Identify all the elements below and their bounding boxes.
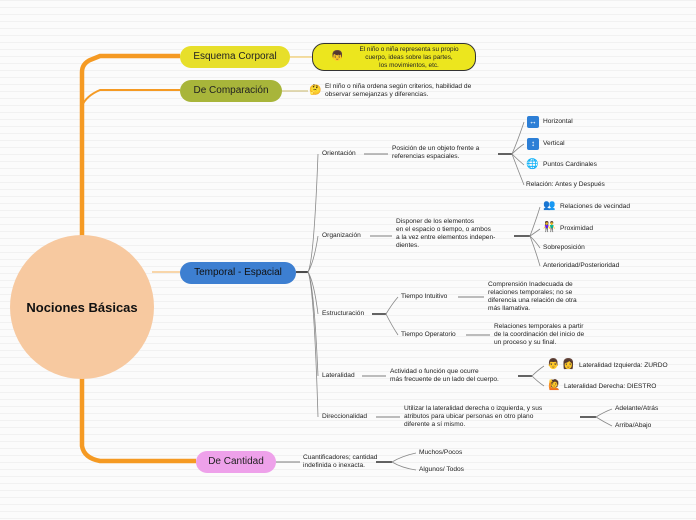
trunk-branch-comparacion: [81, 89, 180, 107]
orientacion-item-puntos-cardinales[interactable]: Puntos Cardinales: [543, 161, 597, 168]
branch-esquema-corporal[interactable]: Esquema Corporal: [180, 46, 290, 68]
cantidad-desc-line-2: indefinida o inexacta.: [303, 462, 365, 469]
cantidad-item-muchos-pocos[interactable]: Muchos/Pocos: [419, 449, 463, 456]
tiempo-operatorio-desc-line-1: Relaciones temporales a partir: [494, 323, 584, 330]
lateralidad-desc[interactable]: Actividad o función que ocurre más frecu…: [390, 368, 499, 384]
organizacion-node[interactable]: Organización: [322, 232, 361, 239]
esquema-note-callout[interactable]: 👦 El niño o niña representa su propio cu…: [312, 43, 476, 71]
couple-icon: 👫: [543, 222, 556, 233]
organizacion-desc-line-2: en el espacio o tiempo, o ambos: [396, 226, 491, 233]
organizacion-desc-line-3: a la vez entre elementos indepen-: [396, 234, 496, 241]
orientacion-item-vertical[interactable]: Vertical: [543, 140, 565, 147]
woman-icon: 👩: [562, 359, 575, 370]
branch-comparacion-label: De Comparación: [193, 85, 269, 96]
comparacion-note-line-1: El niño o niña ordena según criterios, h…: [325, 83, 472, 90]
orientacion-desc-line-1: Posición de un objeto frente a: [392, 145, 480, 152]
orientacion-item-antes-despues[interactable]: Relación: Antes y Después: [526, 181, 605, 188]
lateralidad-node[interactable]: Lateralidad: [322, 372, 355, 379]
direccionalidad-desc-line-3: diferente a sí mismo.: [404, 421, 466, 428]
tiempo-intuitivo-desc[interactable]: Comprensión Inadecuada de relaciones tem…: [488, 281, 577, 313]
organizacion-item-anterioridad[interactable]: Anterioridad/Posterioridad: [543, 262, 620, 269]
organizacion-desc-line-4: dientes.: [396, 242, 420, 249]
comparacion-note[interactable]: El niño o niña ordena según criterios, h…: [325, 83, 471, 99]
globe-icon: 🌐: [526, 159, 539, 170]
lateralidad-item-zurdo[interactable]: Lateralidad Izquierda: ZURDO: [579, 362, 668, 369]
direccionalidad-node[interactable]: Direccionalidad: [322, 413, 368, 420]
branch-temporal-espacial[interactable]: Temporal - Espacial: [180, 262, 296, 284]
branch-esquema-label: Esquema Corporal: [193, 51, 277, 62]
organizacion-desc-line-1: Disponer de los elementos: [396, 218, 475, 225]
lateralidad-item-diestro[interactable]: Lateralidad Derecha: DIESTRO: [564, 383, 657, 390]
cantidad-desc[interactable]: Cuantificadores; cantidad indefinida o i…: [303, 454, 377, 470]
comparacion-note-line-2: observar semejanzas y diferencias.: [325, 91, 429, 98]
tiempo-intuitivo-desc-line-4: más llamativa.: [488, 305, 531, 312]
direccionalidad-desc-line-2: atributos para ubicar personas en otro p…: [404, 413, 534, 420]
arrow-left-right-icon: ↔: [527, 116, 539, 128]
organizacion-item-sobreposicion[interactable]: Sobreposición: [543, 244, 585, 251]
thinking-face-icon: 🤔: [309, 85, 322, 96]
orientacion-item-horizontal[interactable]: Horizontal: [543, 118, 573, 125]
organizacion-desc[interactable]: Disponer de los elementos en el espacio …: [396, 218, 495, 250]
esquema-note-line-1: El niño o niña representa su propio: [359, 46, 459, 53]
branch-de-cantidad[interactable]: De Cantidad: [196, 451, 276, 473]
orientacion-desc[interactable]: Posición de un objeto frente a referenci…: [392, 145, 479, 161]
branch-temporal-label: Temporal - Espacial: [194, 267, 282, 278]
man-icon: 👨: [547, 359, 560, 370]
direccionalidad-item-adelante-atras[interactable]: Adelante/Atrás: [615, 405, 659, 412]
trunk-line-bottom: [79, 378, 196, 464]
tiempo-operatorio-node[interactable]: Tiempo Operatorio: [401, 331, 456, 338]
root-label: Nociones Básicas: [26, 299, 138, 315]
tiempo-intuitivo-desc-line-3: diferencia una relación de otra: [488, 297, 577, 304]
estructuracion-node[interactable]: Estructuración: [322, 310, 365, 317]
lateralidad-desc-line-1: Actividad o función que ocurre: [390, 368, 479, 375]
direccionalidad-item-arriba-abajo[interactable]: Arriba/Abajo: [615, 422, 652, 429]
orientacion-node[interactable]: Orientación: [322, 150, 356, 157]
tiempo-operatorio-desc-line-3: un proceso y su final.: [494, 339, 557, 346]
root-node[interactable]: Nociones Básicas: [10, 235, 154, 379]
tiempo-intuitivo-desc-line-2: relaciones temporales; no se: [488, 289, 573, 296]
tiempo-operatorio-desc-line-2: de la coordinación del inicio de: [494, 331, 585, 338]
tiempo-intuitivo-desc-line-1: Comprensión Inadecuada de: [488, 281, 573, 288]
lateralidad-desc-line-2: más frecuente de un lado del cuerpo.: [390, 376, 499, 383]
esquema-note-line-2: cuerpo, ideas sobre las partes,: [365, 54, 453, 61]
direccionalidad-desc[interactable]: Utilizar la lateralidad derecha o izquie…: [404, 405, 542, 429]
arrow-up-down-icon: ↕: [527, 138, 539, 150]
people-icon: 👥: [543, 200, 556, 211]
organizacion-item-vecindad[interactable]: Relaciones de vecindad: [560, 203, 631, 210]
branch-de-comparacion[interactable]: De Comparación: [180, 80, 282, 102]
esquema-note-line-3: los movimientos, etc.: [379, 62, 439, 69]
cantidad-desc-line-1: Cuantificadores; cantidad: [303, 454, 378, 461]
branch-cantidad-label: De Cantidad: [208, 456, 264, 467]
organizacion-item-proximidad[interactable]: Proximidad: [560, 225, 593, 232]
woman-raising-hand-icon: 🙋: [548, 380, 561, 391]
child-face-icon: 👦: [331, 51, 344, 62]
orientacion-desc-line-2: referencias espaciales.: [392, 153, 460, 160]
cantidad-item-algunos-todos[interactable]: Algunos/ Todos: [419, 466, 464, 473]
trunk-line: [79, 53, 180, 238]
tiempo-operatorio-desc[interactable]: Relaciones temporales a partir de la coo…: [494, 323, 584, 347]
tiempo-intuitivo-node[interactable]: Tiempo Intuitivo: [401, 293, 448, 300]
direccionalidad-desc-line-1: Utilizar la lateralidad derecha o izquie…: [404, 405, 543, 412]
